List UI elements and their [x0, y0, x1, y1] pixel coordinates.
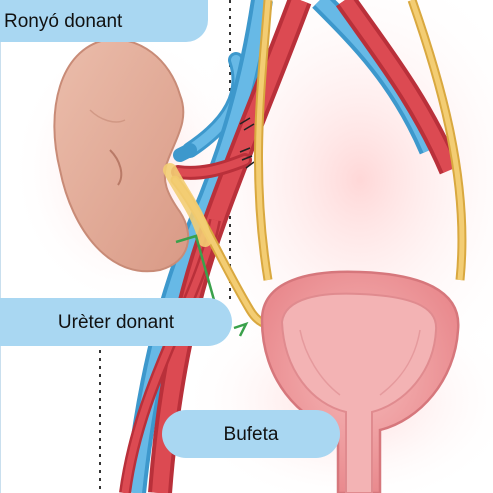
- donor-ureter-label: Urèter donant: [0, 298, 232, 346]
- donor-kidney-label: Ronyó donant: [0, 0, 208, 42]
- donor-ureter-label-text: Urèter donant: [58, 313, 174, 332]
- donor-kidney-label-text: Ronyó donant: [4, 12, 122, 31]
- bladder-label: Bufeta: [162, 410, 340, 458]
- bladder-label-text: Bufeta: [224, 425, 279, 444]
